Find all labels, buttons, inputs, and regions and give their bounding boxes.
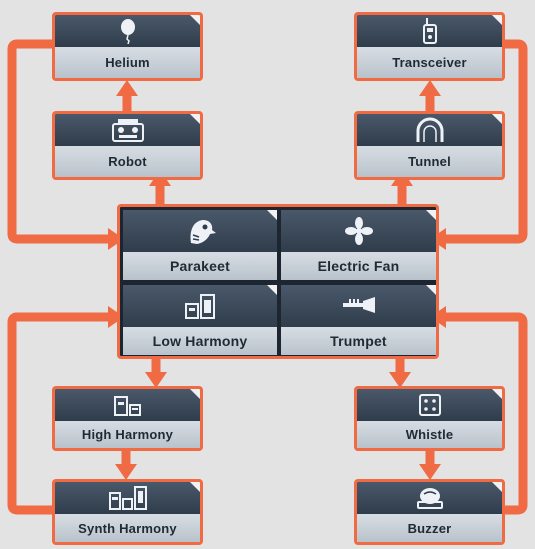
robot-icon bbox=[110, 117, 146, 143]
node-label: Buzzer bbox=[357, 514, 502, 542]
node-helium[interactable]: Helium bbox=[52, 12, 203, 81]
arrowhead-parakeet bbox=[108, 228, 124, 250]
node-label: Parakeet bbox=[123, 252, 277, 280]
fan-icon bbox=[344, 216, 374, 246]
node-label: Synth Harmony bbox=[55, 514, 200, 542]
buzzer-icon bbox=[415, 485, 445, 511]
node-label: Helium bbox=[55, 47, 200, 78]
node-label: Transceiver bbox=[357, 47, 502, 78]
walkie-talkie-icon bbox=[421, 17, 439, 45]
current-voice-panel: Parakeet Electric Fan Low Harmony Trumpe… bbox=[117, 204, 439, 359]
high-harmony-icon bbox=[113, 393, 143, 417]
low-harmony-icon bbox=[184, 292, 216, 320]
node-parakeet[interactable]: Parakeet bbox=[123, 210, 277, 280]
synth-harmony-icon bbox=[108, 485, 148, 511]
whistle-icon bbox=[418, 393, 442, 417]
arrow-helium-to-parakeet bbox=[7, 39, 108, 244]
node-synth-harmony[interactable]: Synth Harmony bbox=[52, 479, 203, 545]
arrow-buzzer-to-trumpet bbox=[446, 312, 528, 515]
arrowhead-helium bbox=[116, 80, 138, 96]
arrowhead-transceiver bbox=[419, 80, 441, 96]
node-label: High Harmony bbox=[55, 421, 200, 448]
node-label: Whistle bbox=[357, 421, 502, 448]
arrowhead-high-harmony bbox=[145, 372, 167, 388]
tunnel-icon bbox=[414, 117, 446, 143]
arrowhead-buzzer bbox=[419, 464, 441, 480]
node-buzzer[interactable]: Buzzer bbox=[354, 479, 505, 545]
node-electric-fan[interactable]: Electric Fan bbox=[281, 210, 436, 280]
node-label: Low Harmony bbox=[123, 327, 277, 355]
arrowhead-whistle bbox=[389, 372, 411, 388]
node-trumpet[interactable]: Trumpet bbox=[281, 285, 436, 355]
balloon-icon bbox=[118, 18, 138, 44]
arrow-synth-to-low bbox=[7, 312, 108, 515]
node-label: Robot bbox=[55, 146, 200, 177]
node-tunnel[interactable]: Tunnel bbox=[354, 111, 505, 180]
arrowhead-low-harmony bbox=[108, 306, 124, 328]
node-robot[interactable]: Robot bbox=[52, 111, 203, 180]
node-label: Tunnel bbox=[357, 146, 502, 177]
node-whistle[interactable]: Whistle bbox=[354, 386, 505, 451]
node-label: Electric Fan bbox=[281, 252, 436, 280]
trumpet-icon bbox=[341, 295, 377, 317]
node-high-harmony[interactable]: High Harmony bbox=[52, 386, 203, 451]
node-transceiver[interactable]: Transceiver bbox=[354, 12, 505, 81]
node-low-harmony[interactable]: Low Harmony bbox=[123, 285, 277, 355]
arrow-transceiver-to-fan bbox=[446, 39, 528, 244]
node-label: Trumpet bbox=[281, 327, 436, 355]
parakeet-icon bbox=[183, 215, 217, 247]
arrowhead-synth-harmony bbox=[115, 464, 137, 480]
